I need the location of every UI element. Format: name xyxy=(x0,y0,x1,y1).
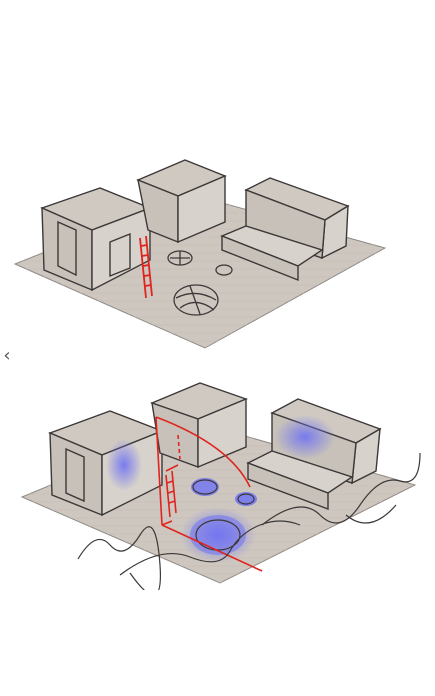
bottom-sketch xyxy=(0,375,435,590)
red-ladder xyxy=(139,235,153,299)
top-sketch xyxy=(0,150,435,355)
back-chevron-icon[interactable]: ‹ xyxy=(3,345,11,366)
middle-box xyxy=(136,159,227,244)
room-sketch-icon xyxy=(13,159,387,349)
red-annotations xyxy=(155,416,263,572)
left-box xyxy=(40,187,152,292)
room-sketch-annotated-icon xyxy=(20,382,421,590)
floor-objects xyxy=(167,250,233,316)
cable-lines xyxy=(77,452,421,590)
blue-light-glows xyxy=(106,415,335,563)
right-sofa xyxy=(220,177,350,282)
middle-box xyxy=(150,382,248,469)
